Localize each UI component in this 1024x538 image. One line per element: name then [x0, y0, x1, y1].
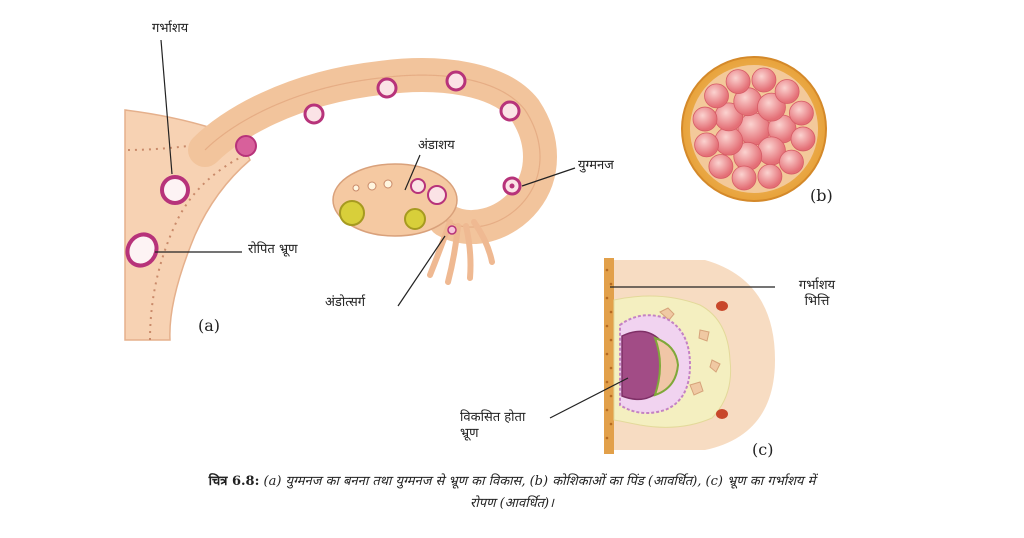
two-cell-stage — [499, 100, 521, 122]
caption-text-2: रोपण (आवर्धित)। — [470, 496, 554, 511]
leader-lines-a — [155, 39, 576, 307]
label-ovary: अंडाशय — [418, 138, 455, 153]
blastomere-cell — [779, 149, 804, 175]
label-uterine-wall: गर्भाशय भित्ति — [782, 278, 852, 309]
blastomere-cell — [708, 154, 734, 179]
eight-cell-stage — [376, 77, 398, 99]
blastomere-cell — [751, 67, 777, 93]
blastomere-cell — [694, 132, 719, 158]
mature-follicle — [410, 178, 426, 194]
label-zygote: युग्मनज — [578, 158, 614, 173]
morula-stage — [303, 103, 325, 125]
blastomere-cell — [790, 126, 816, 152]
label-developing-embryo-line2: भ्रूण — [460, 425, 479, 441]
caption-text-1: (a) युग्मनज का बनना तथा युग्मनज से भ्रूण… — [259, 474, 816, 489]
ovary-follicle-small — [352, 184, 360, 192]
blastomere-cell — [692, 106, 718, 132]
diagram-art — [124, 39, 827, 454]
blood-vessels — [716, 301, 728, 419]
four-cell-stage — [445, 70, 467, 92]
blastomere-cell — [704, 83, 729, 109]
mature-follicle — [427, 185, 447, 205]
ovary-follicle-small — [367, 181, 377, 191]
label-implanted-embryo: रोपित भ्रूण — [248, 242, 298, 257]
panel-label-b: (b) — [810, 186, 833, 205]
blastomere-cell — [714, 126, 744, 156]
morula — [235, 135, 257, 157]
label-uterine-wall-line2: भित्ति — [804, 293, 830, 309]
caption-figure-number: चित्र 6.8: — [208, 474, 260, 489]
follicle — [404, 208, 426, 230]
blastomere-cell — [789, 100, 814, 126]
follicle — [339, 200, 365, 226]
fallopian-tube-edge — [204, 74, 541, 228]
figure-caption: चित्र 6.8: (a) युग्मनज का बनना तथा युग्म… — [0, 471, 1024, 515]
blastomere-cell — [725, 69, 751, 94]
caption-line-2: रोपण (आवर्धित)। — [0, 493, 1024, 515]
cell-mass-cells — [692, 67, 816, 191]
blastomere-cell — [731, 165, 757, 191]
inner-cell-mass — [653, 336, 680, 397]
implanted-embryo-shape — [125, 232, 159, 268]
label-ovulation: अंडोत्सर्ग — [325, 295, 366, 310]
panel-label-a: (a) — [198, 316, 221, 335]
blastomere-cell — [774, 79, 800, 104]
panel-label-c: (c) — [752, 440, 774, 459]
label-developing-embryo: विकसित होता भ्रूण — [460, 410, 525, 441]
label-uterine-wall-line1: गर्भाशय — [798, 278, 836, 293]
zygote-nucleus — [509, 183, 515, 189]
uterine-wall-edge — [604, 258, 614, 454]
leader-lines-c — [549, 286, 775, 419]
label-developing-embryo-line1: विकसित होता — [460, 410, 526, 425]
released-ovum — [447, 225, 457, 235]
ovary-follicle-small — [383, 179, 393, 189]
label-uterus: गर्भाशय — [152, 21, 189, 36]
blastocyst — [160, 175, 190, 205]
uterus-lining — [127, 139, 246, 341]
blastomere-cell — [757, 164, 783, 189]
caption-line-1: चित्र 6.8: (a) युग्मनज का बनना तथा युग्म… — [0, 471, 1024, 493]
uterine-wall-dots — [605, 268, 613, 440]
fimbriae — [427, 219, 495, 285]
